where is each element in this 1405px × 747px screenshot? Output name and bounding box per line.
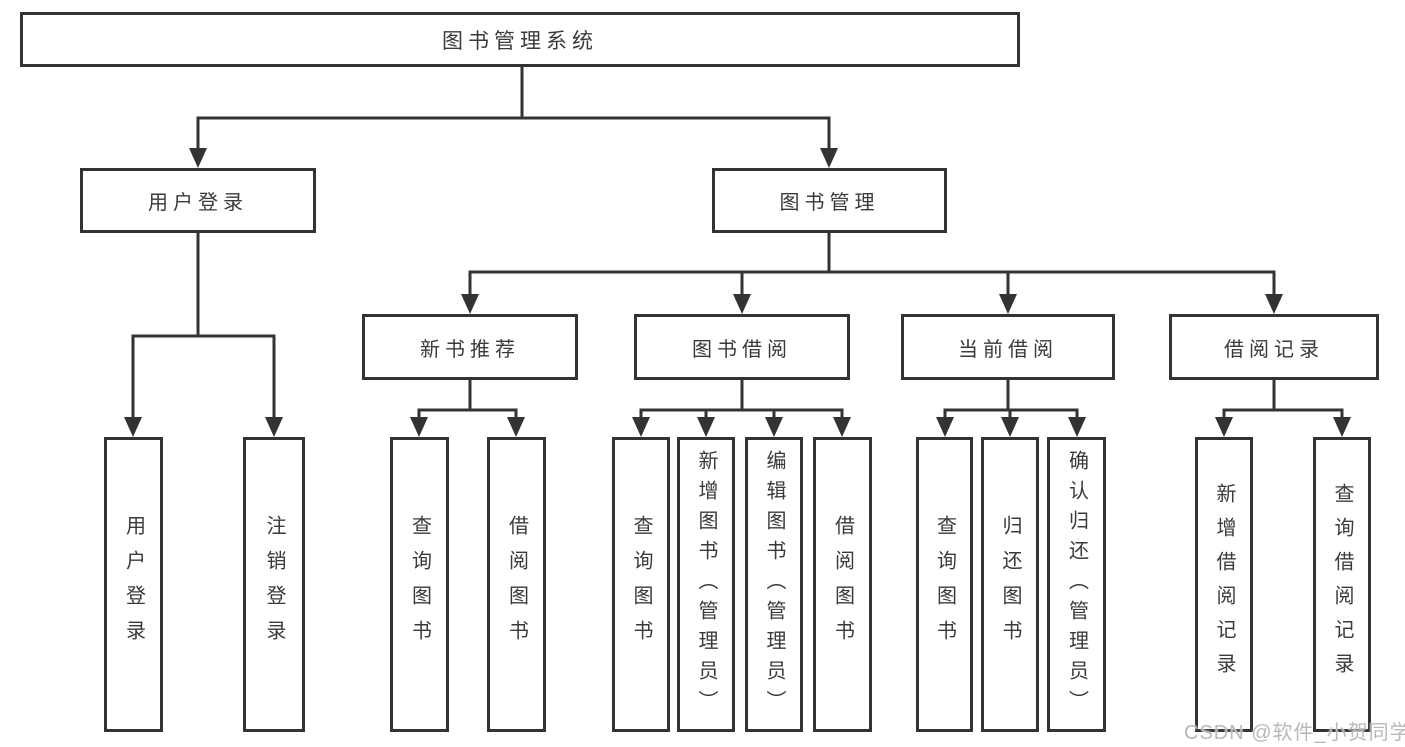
arrowhead-down-icon [632,417,650,437]
arrowhead-down-icon [733,294,751,314]
arrowhead-down-icon [189,148,207,168]
arrowhead-down-icon [820,148,838,168]
leaf-query-borrow-record: 查询借阅记录 [1313,437,1371,732]
arrowhead-down-icon [1215,417,1233,437]
leaf-add-book-admin: 新增图书（管理员） [677,437,735,732]
leaf-query-books-borrowing-label: 查询图书 [630,514,652,655]
leaf-logout-label: 注销登录 [263,514,285,655]
leaf-query-books-current-label: 查询图书 [933,514,956,655]
node-book-management-label: 图书管理 [779,192,880,214]
leaf-edit-book-admin: 编辑图书（管理员） [745,437,803,732]
node-current-borrowing-label: 当前借阅 [958,338,1058,361]
arrowhead-down-icon [936,417,954,437]
leaf-return-books-label: 归还图书 [999,514,1021,655]
arrowhead-down-icon [1001,417,1019,437]
arrowhead-down-icon [265,417,283,437]
leaf-confirm-return-admin-label: 确认归还（管理员） [1065,449,1088,720]
node-book-borrowing-label: 图书借阅 [692,338,792,361]
leaf-query-books-recommend-label: 查询图书 [408,514,431,655]
leaf-borrow-books-borrowing-label: 借阅图书 [831,514,854,655]
node-current-borrowing: 当前借阅 [901,314,1115,380]
node-book-management: 图书管理 [712,168,947,233]
leaf-user-login: 用户登录 [104,437,163,732]
arrowhead-down-icon [1068,417,1086,437]
leaf-logout: 注销登录 [243,437,305,732]
node-root: 图书管理系统 [20,12,1020,67]
node-borrow-records: 借阅记录 [1169,314,1379,380]
node-user-login-label: 用户登录 [148,192,248,214]
leaf-edit-book-admin-label: 编辑图书（管理员） [763,449,785,720]
leaf-return-books: 归还图书 [981,437,1039,732]
leaf-add-book-admin-label: 新增图书（管理员） [695,449,717,720]
arrowhead-down-icon [124,417,142,437]
leaf-query-books-recommend: 查询图书 [390,437,449,732]
node-book-borrowing: 图书借阅 [634,314,850,380]
node-user-login: 用户登录 [80,168,316,233]
watermark-text: CSDN @软件_小贺同学 [1184,722,1405,744]
node-new-book-recommend: 新书推荐 [362,314,578,380]
node-borrow-records-label: 借阅记录 [1224,338,1324,361]
leaf-borrow-books-recommend-label: 借阅图书 [505,514,528,655]
leaf-query-books-borrowing: 查询图书 [612,437,670,732]
leaf-borrow-books-borrowing: 借阅图书 [813,437,872,732]
leaf-add-borrow-record: 新增借阅记录 [1195,437,1253,732]
arrowhead-down-icon [507,417,525,437]
arrowhead-down-icon [697,417,715,437]
leaf-confirm-return-admin: 确认归还（管理员） [1047,437,1106,732]
arrowhead-down-icon [461,294,479,314]
leaf-add-borrow-record-label: 新增借阅记录 [1213,482,1235,687]
leaf-query-borrow-record-label: 查询借阅记录 [1331,482,1353,687]
arrowhead-down-icon [1265,294,1283,314]
arrowhead-down-icon [999,294,1017,314]
arrowhead-down-icon [1333,417,1351,437]
node-new-book-recommend-label: 新书推荐 [420,338,520,361]
leaf-borrow-books-recommend: 借阅图书 [487,437,546,732]
arrowhead-down-icon [410,417,428,437]
node-root-label: 图书管理系统 [442,29,598,53]
arrowhead-down-icon [833,417,851,437]
arrowhead-down-icon [765,417,783,437]
leaf-user-login-label: 用户登录 [122,514,145,655]
leaf-query-books-current: 查询图书 [916,437,973,732]
